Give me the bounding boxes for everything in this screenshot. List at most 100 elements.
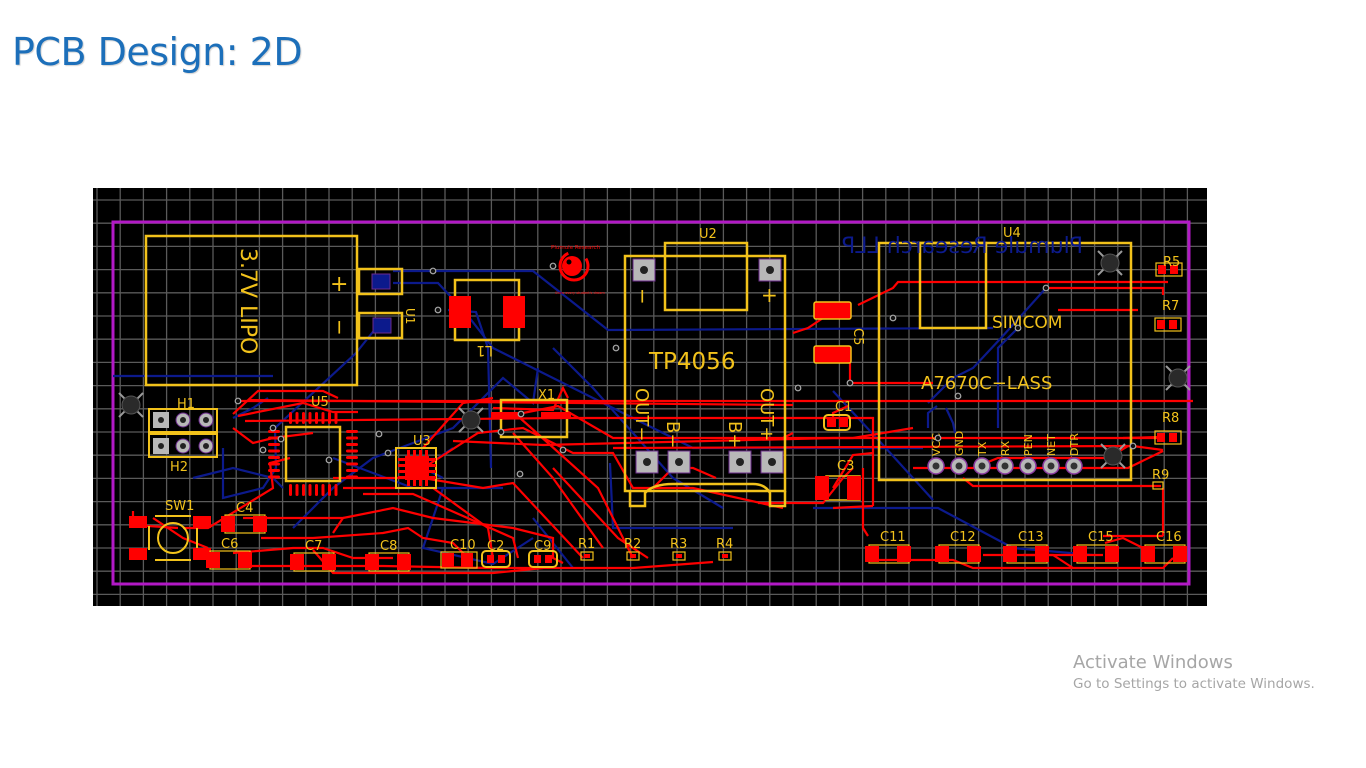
- gsm-pin-pen[interactable]: PEN: [1019, 434, 1037, 475]
- designator-r1: R1: [578, 537, 595, 552]
- slide-title: PCB Design: 2D: [12, 30, 303, 74]
- resistor-r4[interactable]: R4: [716, 537, 733, 561]
- charger-pin-out-plus: OUT+: [756, 388, 777, 441]
- designator-u4: U4: [1003, 226, 1021, 241]
- gsm-pin-tx[interactable]: TX: [973, 441, 991, 475]
- capacitor-c6[interactable]: C6: [206, 537, 252, 570]
- gsm-pin-label: RX: [999, 440, 1012, 456]
- capacitor-c13[interactable]: C13: [1003, 530, 1049, 564]
- charger-top-minus: −: [631, 288, 655, 305]
- capacitor-c7[interactable]: C7: [290, 539, 336, 572]
- capacitor-c3[interactable]: C3: [815, 459, 861, 501]
- header-h2[interactable]: H2: [148, 433, 218, 475]
- gsm-pin-gnd[interactable]: GND: [950, 431, 968, 475]
- gsm-model-label: A7670C−LASS: [921, 373, 1052, 394]
- mounting-hole-icon: [1100, 443, 1126, 469]
- gsm-pin-dtr[interactable]: DTR: [1065, 433, 1083, 475]
- resistor-r8[interactable]: R8: [1154, 411, 1182, 445]
- designator-r2: R2: [624, 537, 641, 552]
- designator-u2: U2: [699, 227, 717, 242]
- logo-name: Plumule Research: [551, 245, 601, 251]
- designator-c3: C3: [837, 459, 854, 474]
- mounting-hole-icon: [1097, 250, 1123, 276]
- designator-c7: C7: [305, 539, 322, 554]
- resistor-r3[interactable]: R3: [670, 537, 687, 561]
- capacitor-c16[interactable]: C16: [1141, 530, 1187, 564]
- gsm-pin-vcc[interactable]: VCC: [927, 433, 945, 475]
- capacitor-c10[interactable]: C10: [440, 538, 478, 569]
- designator-c2: C2: [487, 539, 504, 554]
- designator-c8: C8: [380, 539, 397, 554]
- designator-u1: U1: [403, 308, 417, 324]
- charger-pin-b-plus: B+: [724, 421, 745, 448]
- mounting-hole-icon: [458, 407, 484, 433]
- mounting-holes: [118, 250, 1191, 469]
- mounting-hole-icon: [1165, 365, 1191, 391]
- capacitor-c5[interactable]: C5: [813, 301, 865, 364]
- designator-c1: C1: [835, 400, 852, 415]
- gsm-pin-rx[interactable]: RX: [996, 440, 1014, 475]
- windows-activation-watermark: Activate Windows Go to Settings to activ…: [1073, 652, 1315, 694]
- mounting-hole-icon: [118, 392, 144, 418]
- designator-r9: R9: [1152, 468, 1169, 483]
- capacitor-c15[interactable]: C15: [1073, 530, 1119, 564]
- resistor-r7[interactable]: R7: [1154, 299, 1182, 332]
- capacitor-c1[interactable]: C1: [823, 400, 852, 431]
- battery-label: 3.7V LIPO: [235, 248, 260, 354]
- pcb-canvas[interactable]: 3.7V LIPO + − U1 L1 Plumule Research Gro…: [93, 188, 1207, 606]
- switch-sw1[interactable]: SW1: [129, 499, 211, 561]
- gsm-module-u4[interactable]: U4 Plumule Research LLP SIMCOM A7670C−LA…: [842, 226, 1133, 482]
- logo-tagline: Grow every student's dream: [555, 291, 605, 295]
- designator-c11: C11: [880, 530, 906, 545]
- charger-module-u2[interactable]: U2 − + TP4056 OUT− B− B+ OUT+: [623, 227, 787, 508]
- inductor-l1[interactable]: L1: [449, 278, 525, 358]
- designator-sw1: SW1: [165, 499, 194, 514]
- designator-c16: C16: [1156, 530, 1182, 545]
- designator-r7: R7: [1162, 299, 1179, 314]
- capacitor-c11[interactable]: C11: [865, 530, 911, 564]
- charger-pin-b-minus: B−: [662, 421, 683, 448]
- designator-c13: C13: [1018, 530, 1044, 545]
- board-outline: [111, 220, 1191, 586]
- bottom-silk-company-text: Plumule Research LLP: [842, 234, 1083, 259]
- crystal-x1[interactable]: X1: [491, 388, 571, 439]
- battery-minus-label: −: [328, 319, 352, 336]
- gsm-pin-label: TX: [976, 441, 989, 457]
- designator-r8: R8: [1162, 411, 1179, 426]
- battery-connector-u1[interactable]: 3.7V LIPO + − U1: [144, 234, 417, 387]
- gsm-pin-label: GND: [953, 431, 966, 456]
- designator-c15: C15: [1088, 530, 1114, 545]
- designator-l1: L1: [476, 342, 493, 358]
- designator-r4: R4: [716, 537, 733, 552]
- battery-plus-label: +: [330, 272, 348, 297]
- resistor-r2[interactable]: R2: [624, 537, 641, 561]
- gsm-brand-label: SIMCOM: [992, 313, 1062, 333]
- resistor-r1[interactable]: R1: [578, 537, 595, 561]
- capacitor-c12[interactable]: C12: [935, 530, 981, 564]
- designator-r3: R3: [670, 537, 687, 552]
- capacitor-c2[interactable]: C2: [481, 539, 511, 568]
- pcb-layout-view[interactable]: 3.7V LIPO + − U1 L1 Plumule Research Gro…: [93, 188, 1207, 606]
- designator-u3: U3: [413, 434, 431, 449]
- designator-h1: H1: [177, 397, 195, 412]
- vias: [234, 262, 1137, 478]
- gsm-pin-label: PEN: [1022, 434, 1035, 456]
- header-h1[interactable]: H1: [148, 397, 218, 433]
- ic-u3[interactable]: U3: [395, 434, 437, 489]
- plumule-research-logo: Plumule Research Grow every student's dr…: [551, 245, 605, 295]
- resistor-r5[interactable]: R5: [1155, 255, 1183, 277]
- designator-h2: H2: [170, 460, 188, 475]
- gsm-pin-label: DTR: [1068, 433, 1081, 456]
- capacitor-c4[interactable]: C4: [221, 501, 267, 534]
- designator-c5: C5: [850, 328, 865, 345]
- designator-u5: U5: [311, 395, 329, 410]
- capacitor-c9[interactable]: C9: [528, 539, 558, 568]
- resistor-r9[interactable]: R9: [1152, 468, 1169, 490]
- gsm-pin-label: NET: [1045, 434, 1058, 456]
- designator-r5: R5: [1163, 255, 1180, 270]
- capacitor-c8[interactable]: C8: [365, 539, 411, 572]
- mcu-u5[interactable]: U5: [268, 395, 358, 496]
- gsm-pin-net[interactable]: NET: [1042, 434, 1060, 475]
- charger-pin-out-minus: OUT−: [631, 388, 652, 441]
- designator-c4: C4: [236, 501, 253, 516]
